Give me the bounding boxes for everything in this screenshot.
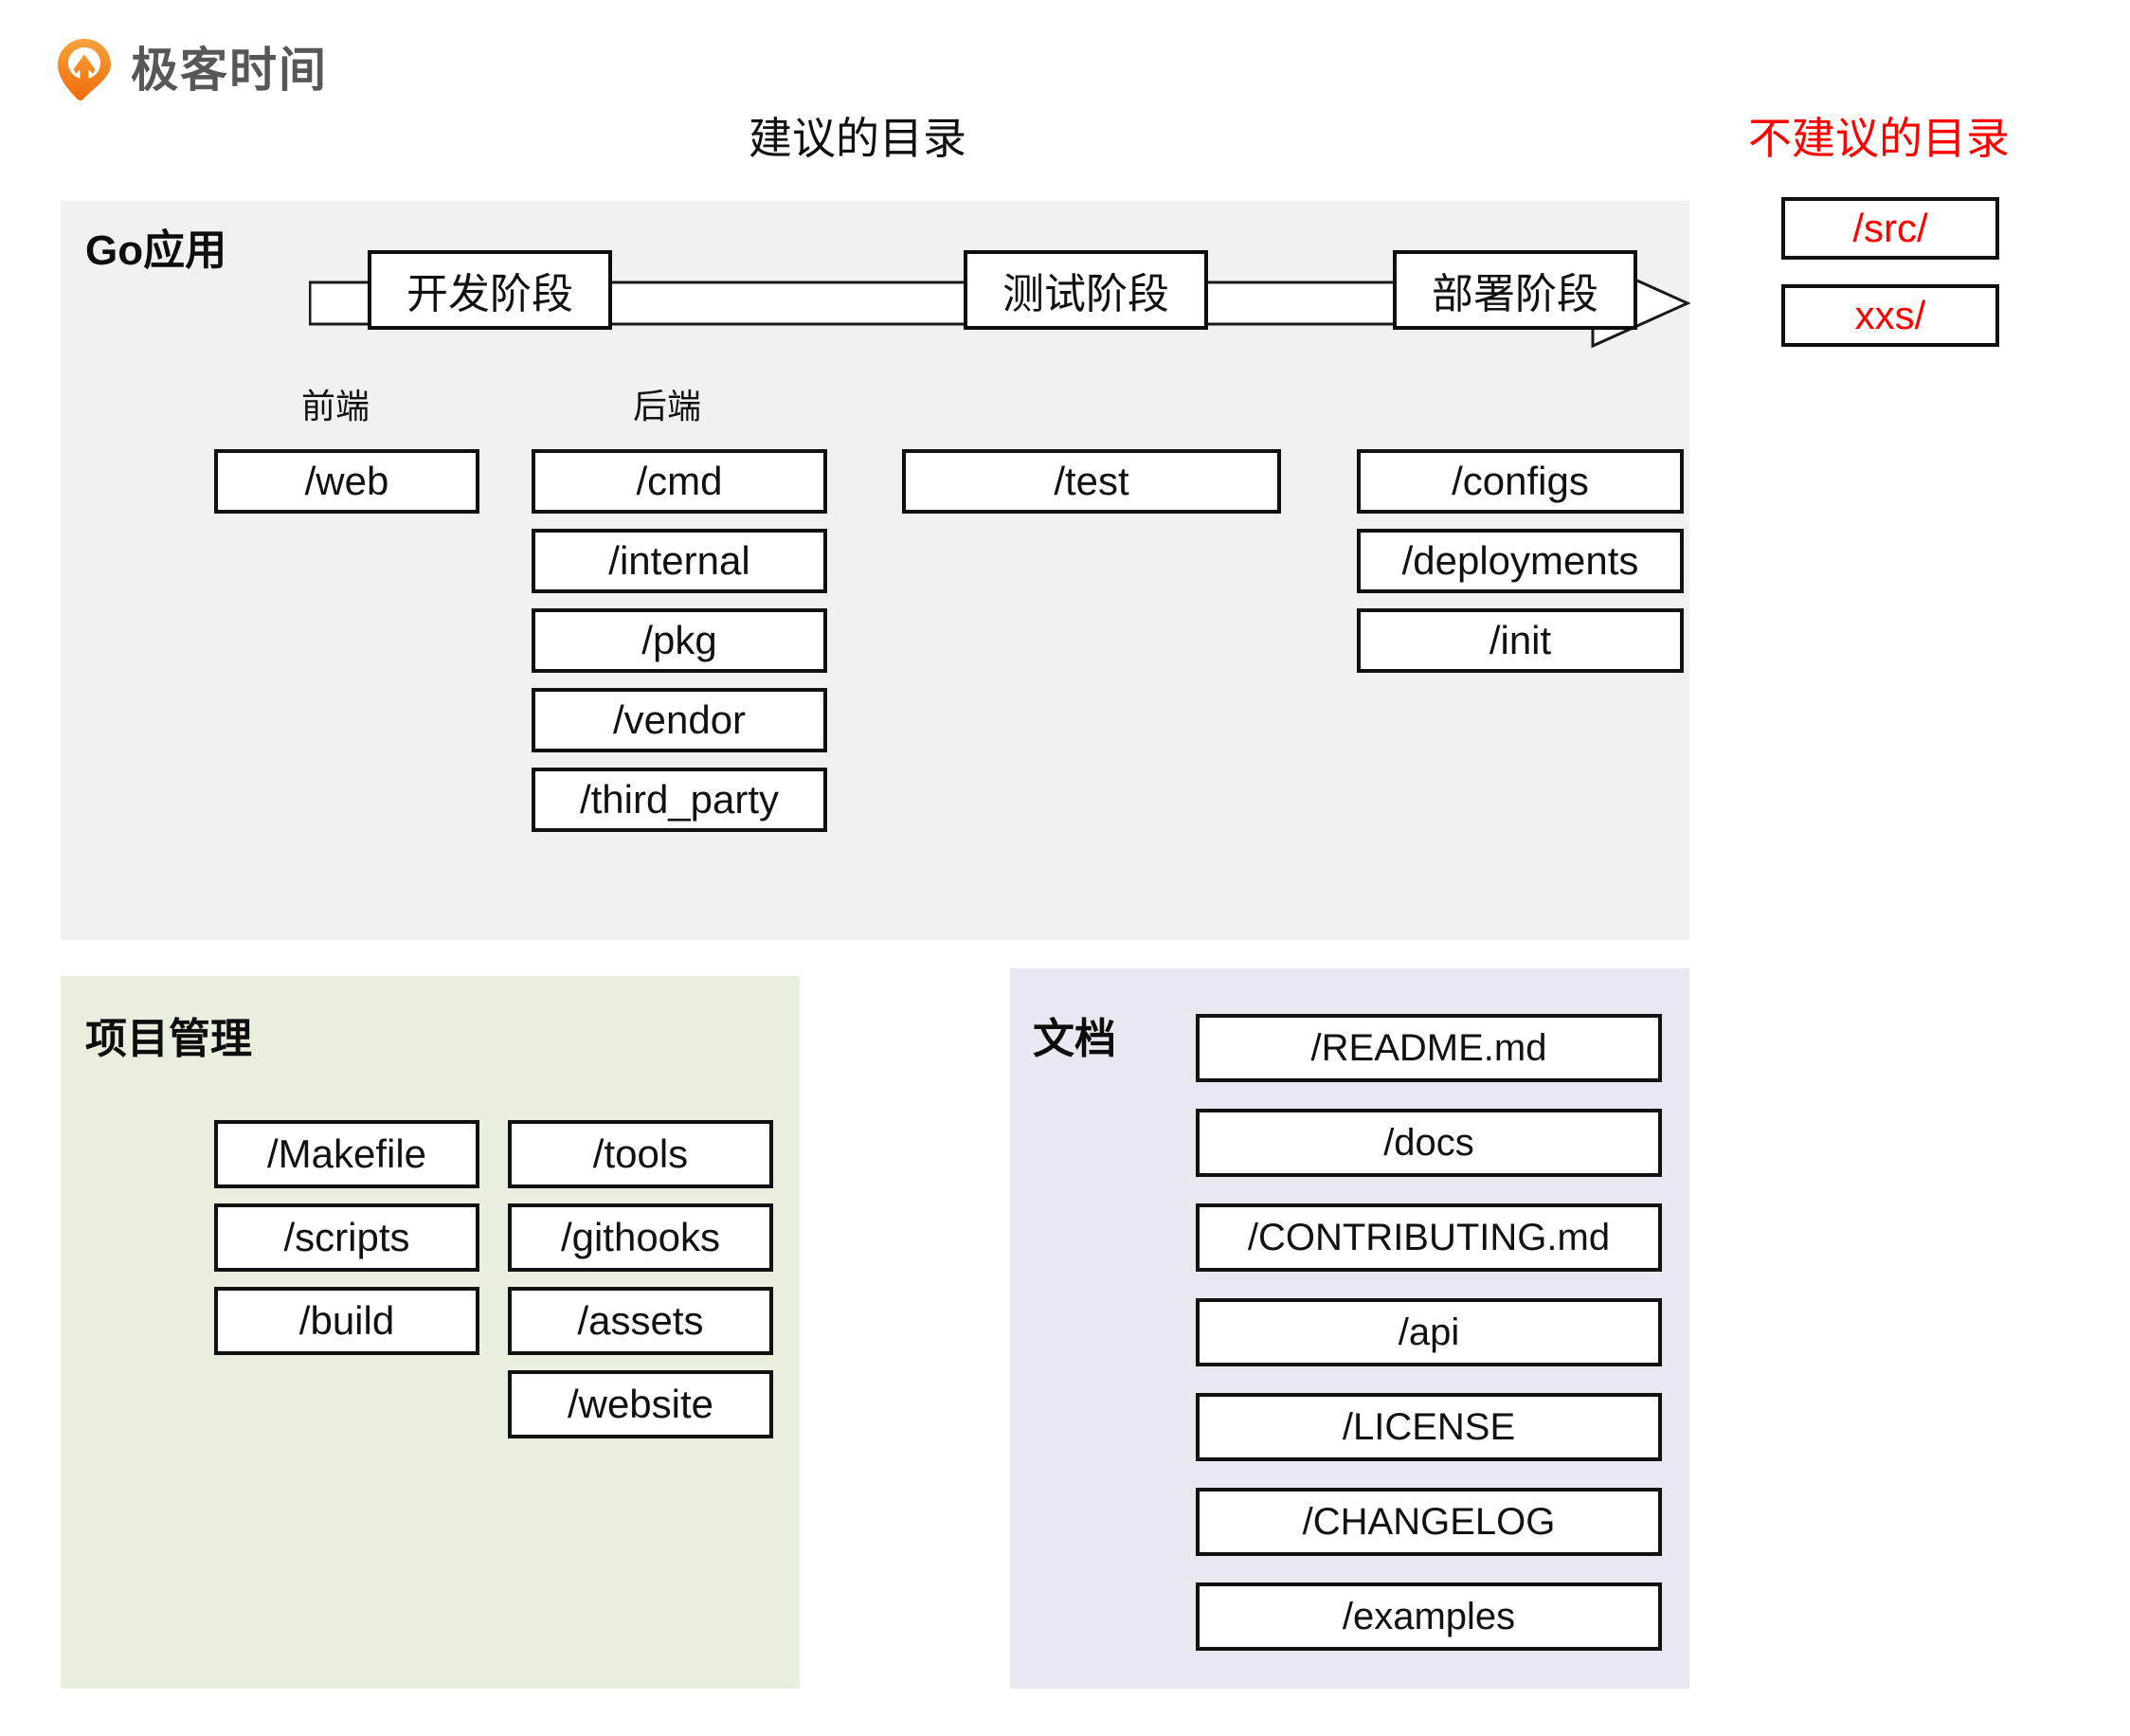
dir-box[interactable]: /third_party — [532, 768, 827, 832]
dir-box[interactable]: /deployments — [1357, 529, 1684, 593]
dir-box[interactable]: /docs — [1196, 1109, 1662, 1177]
geektime-pin-logo-icon — [55, 38, 114, 102]
dir-box[interactable]: /pkg — [532, 608, 827, 673]
dir-box[interactable]: /examples — [1196, 1582, 1662, 1651]
dir-box[interactable]: /web — [214, 449, 479, 514]
not-recommended-column: /src/ xxs/ — [1781, 197, 1999, 371]
documents-column: /README.md /docs /CONTRIBUTING.md /api /… — [1196, 1014, 1662, 1677]
brand-name: 极客时间 — [131, 44, 328, 97]
documents-panel-title: 文档 — [1033, 1016, 1116, 1062]
dir-box[interactable]: /CHANGELOG — [1196, 1488, 1662, 1556]
go-column-web: /web — [214, 449, 479, 529]
dir-box[interactable]: /internal — [532, 529, 827, 593]
go-column-test: /test — [902, 449, 1281, 529]
go-column-deploy: /configs /deployments /init — [1357, 449, 1684, 688]
dir-box[interactable]: /configs — [1357, 449, 1684, 514]
dir-box[interactable]: /init — [1357, 608, 1684, 673]
dir-box[interactable]: /assets — [508, 1287, 773, 1355]
dir-box-not-recommended[interactable]: /src/ — [1781, 197, 1999, 260]
pipeline-stage-test[interactable]: 测试阶段 — [964, 250, 1208, 330]
dir-box[interactable]: /scripts — [214, 1203, 479, 1272]
dir-box[interactable]: /cmd — [532, 449, 827, 514]
page-title-not-recommended: 不建议的目录 — [1748, 114, 2010, 163]
pipeline-stage-dev[interactable]: 开发阶段 — [368, 250, 612, 330]
dir-box[interactable]: /api — [1196, 1298, 1662, 1366]
dir-box[interactable]: /LICENSE — [1196, 1393, 1662, 1461]
dir-box[interactable]: /README.md — [1196, 1014, 1662, 1082]
brand-logo: 极客时间 — [55, 38, 328, 102]
caption-frontend: 前端 — [301, 387, 370, 425]
pipeline-stage-deploy[interactable]: 部署阶段 — [1393, 250, 1637, 330]
dir-box[interactable]: /vendor — [532, 688, 827, 752]
caption-backend: 后端 — [633, 387, 702, 425]
dir-box[interactable]: /tools — [508, 1120, 773, 1188]
pm-column-left: /Makefile /scripts /build — [214, 1120, 479, 1370]
dir-box[interactable]: /website — [508, 1370, 773, 1438]
dir-box[interactable]: /CONTRIBUTING.md — [1196, 1203, 1662, 1272]
dir-box[interactable]: /build — [214, 1287, 479, 1355]
page-title-recommended: 建议的目录 — [749, 114, 966, 163]
dir-box[interactable]: /test — [902, 449, 1281, 514]
dir-box[interactable]: /Makefile — [214, 1120, 479, 1188]
go-app-panel-title: Go应用 — [85, 227, 227, 274]
project-management-panel-title: 项目管理 — [85, 1016, 252, 1062]
dir-box-not-recommended[interactable]: xxs/ — [1781, 284, 1999, 347]
go-column-backend: /cmd /internal /pkg /vendor /third_party — [532, 449, 827, 847]
dir-box[interactable]: /githooks — [508, 1203, 773, 1272]
pm-column-right: /tools /githooks /assets /website — [508, 1120, 773, 1454]
